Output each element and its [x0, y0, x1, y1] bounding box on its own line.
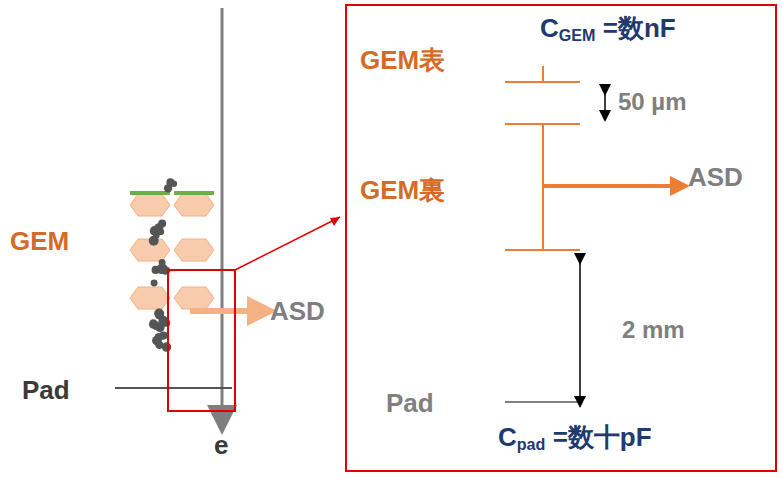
label-text: e	[214, 430, 228, 460]
label-text: GEM裏	[360, 175, 445, 205]
label-text: GEM表	[360, 45, 445, 75]
label-text: =数十pF	[545, 422, 651, 452]
label-text: 50 µm	[618, 88, 687, 115]
pad-plate	[505, 401, 580, 403]
signal-name: ASD	[688, 164, 743, 190]
zoom-panel	[346, 5, 776, 471]
part-name: GEM	[10, 228, 69, 254]
signal-arrow	[543, 184, 680, 188]
part-name: GEM表	[360, 47, 445, 73]
label-text: pad	[517, 435, 546, 453]
capacitance: CGEM =数nF	[540, 15, 676, 43]
label-text: Pad	[22, 375, 70, 405]
label-text: C	[540, 13, 559, 43]
signal-arrow	[190, 308, 262, 314]
label-text: GEM	[10, 226, 69, 256]
zoom-box	[168, 270, 235, 411]
gem-bottom-plate	[505, 249, 580, 251]
signal-name: ASD	[270, 298, 325, 324]
dimension: 2 mm	[622, 318, 685, 342]
part-name: Pad	[22, 377, 70, 403]
gem-foils	[130, 191, 214, 309]
label-text: =数nF	[595, 13, 675, 43]
label-text: Pad	[386, 388, 434, 418]
zoom-leader	[235, 217, 340, 270]
capacitance: Cpad =数十pF	[498, 424, 652, 452]
part-name: GEM裏	[360, 177, 445, 203]
pad-line	[115, 387, 232, 389]
label-text: ASD	[270, 296, 325, 326]
dimension: 50 µm	[618, 90, 687, 114]
label-text: C	[498, 422, 517, 452]
dimension-arrow	[579, 259, 581, 402]
label-text: ASD	[688, 162, 743, 192]
particle-name: e	[214, 432, 228, 458]
dimension-arrow	[604, 90, 606, 116]
electron-track	[221, 8, 224, 420]
electron-cloud	[149, 178, 177, 352]
part-name: Pad	[386, 390, 434, 416]
label-text: 2 mm	[622, 316, 685, 343]
label-text: GEM	[559, 26, 596, 44]
